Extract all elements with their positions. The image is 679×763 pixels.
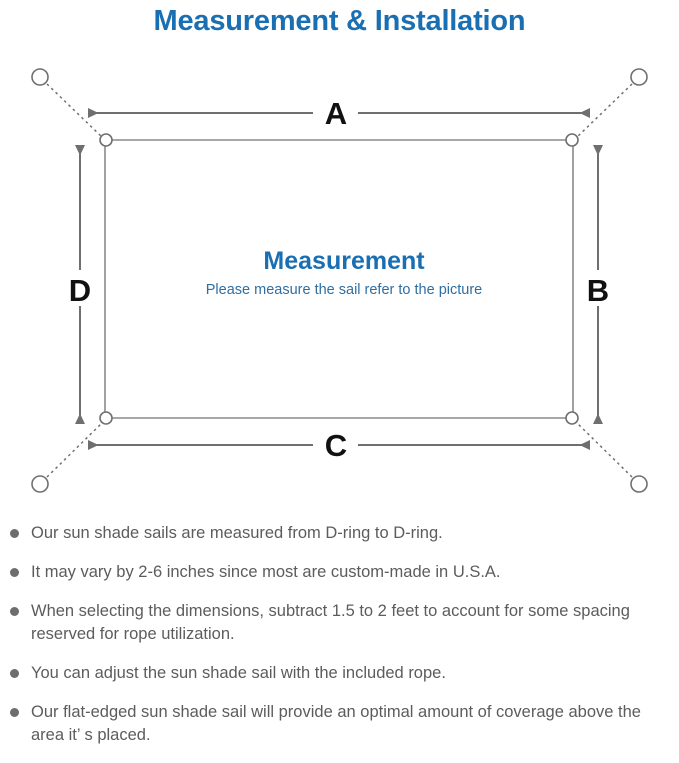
anchor-point-bottom-right (630, 475, 648, 493)
d-ring-bottom-right (565, 411, 579, 425)
dimension-label-a: A (325, 96, 347, 131)
d-ring-top-left (99, 133, 113, 147)
note-text: Our sun shade sails are measured from D-… (31, 524, 443, 542)
rope-line-bottom-right (575, 421, 633, 478)
list-item: When selecting the dimensions, subtract … (0, 600, 679, 646)
sail-label: Measurement (263, 247, 425, 275)
note-text: It may vary by 2-6 inches since most are… (31, 563, 501, 581)
rope-line-top-left (46, 83, 104, 139)
dimension-label-b: B (587, 273, 609, 308)
d-ring-top-right (565, 133, 579, 147)
anchor-point-bottom-left (31, 475, 49, 493)
bullet-icon (10, 669, 19, 678)
anchor-point-top-right (630, 68, 648, 86)
note-text: You can adjust the sun shade sail with t… (31, 664, 446, 682)
bullet-icon (10, 568, 19, 577)
d-ring-bottom-left (99, 411, 113, 425)
sail-rectangle (104, 139, 574, 419)
note-text: When selecting the dimensions, subtract … (31, 602, 630, 643)
page-title: Measurement & Installation (153, 5, 526, 37)
rope-line-bottom-left (46, 421, 104, 478)
list-item: Our flat-edged sun shade sail will provi… (0, 701, 679, 747)
bullet-icon (10, 529, 19, 538)
list-item: Our sun shade sails are measured from D-… (0, 522, 679, 545)
dimension-label-c: C (325, 428, 347, 463)
list-item: You can adjust the sun shade sail with t… (0, 662, 679, 685)
note-text: Our flat-edged sun shade sail will provi… (31, 703, 641, 744)
sail-sublabel: Please measure the sail refer to the pic… (206, 282, 482, 298)
list-item: It may vary by 2-6 inches since most are… (0, 561, 679, 584)
rope-line-top-right (575, 83, 633, 139)
bullet-icon (10, 607, 19, 616)
notes-list: Our sun shade sails are measured from D-… (0, 522, 679, 763)
anchor-point-top-left (31, 68, 49, 86)
bullet-icon (10, 708, 19, 717)
dimension-label-d: D (69, 273, 91, 308)
sun-shade-sail-measurement-diagram: A C D B Measurement Please measure the s… (0, 48, 679, 518)
